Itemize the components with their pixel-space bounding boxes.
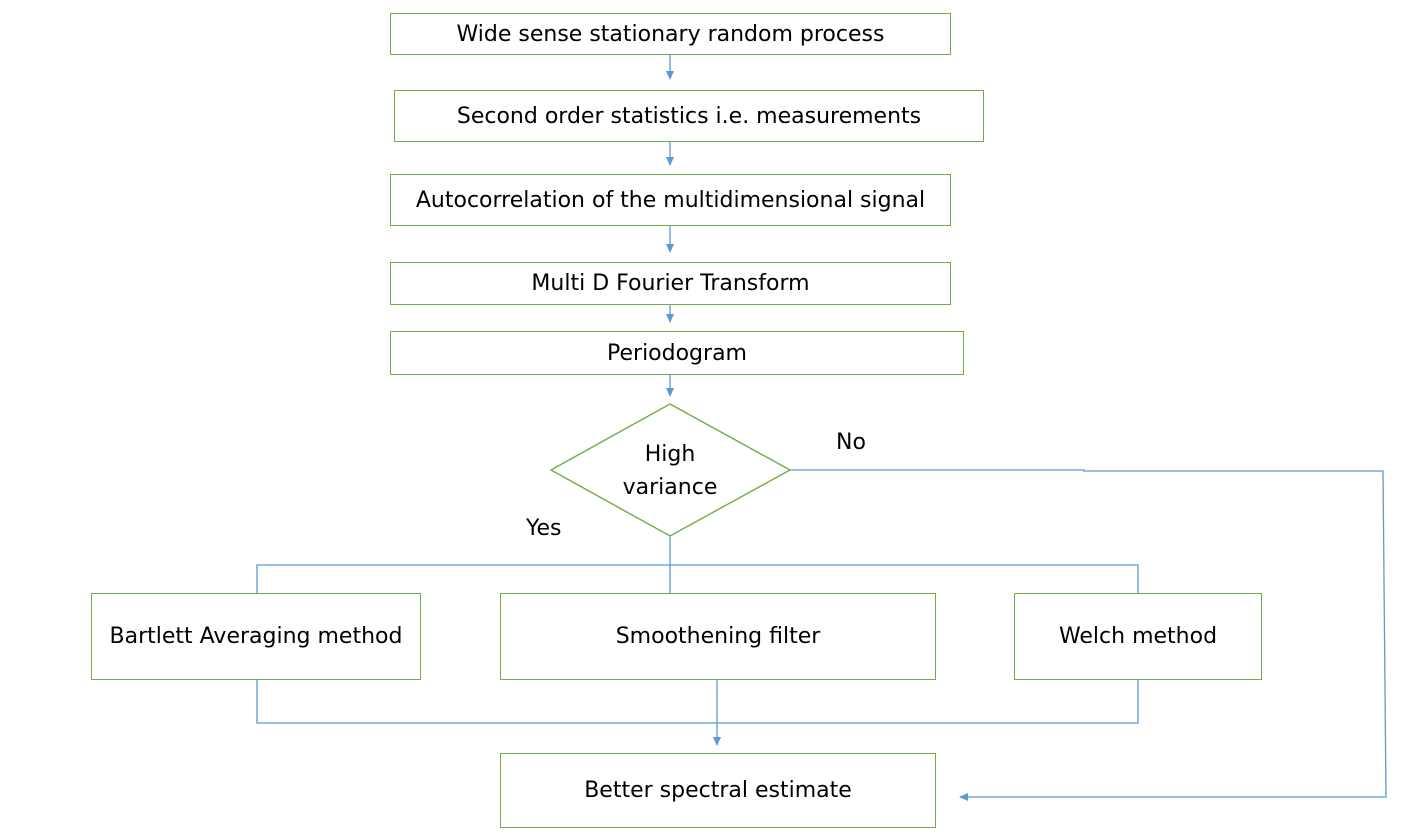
node-label: Bartlett Averaging method <box>109 624 403 649</box>
node-second-order-statistics: Second order statistics i.e. measurement… <box>394 90 984 142</box>
node-label: Periodogram <box>607 340 747 366</box>
branch-label-no: No <box>836 430 866 455</box>
node-autocorrelation: Autocorrelation of the multidimensional … <box>390 174 951 226</box>
node-label: Welch method <box>1058 624 1218 649</box>
node-periodogram: Periodogram <box>390 331 964 375</box>
node-welch-method: Welch method <box>1014 593 1262 680</box>
connector-yes-branch <box>256 564 1139 593</box>
connector-no-branch <box>790 469 1387 801</box>
decision-label: High variance <box>560 438 780 504</box>
connector-merge <box>256 680 1139 724</box>
node-label: Better spectral estimate <box>584 778 852 803</box>
decision-label-line1: High <box>644 442 696 467</box>
node-wide-sense-stationary: Wide sense stationary random process <box>390 13 951 55</box>
node-label: Autocorrelation of the multidimensional … <box>415 187 926 213</box>
node-fourier-transform: Multi D Fourier Transform <box>390 262 951 305</box>
node-smoothening-filter: Smoothening filter <box>500 593 936 680</box>
node-label: Multi D Fourier Transform <box>531 271 810 296</box>
node-better-spectral-estimate: Better spectral estimate <box>500 753 936 828</box>
node-label: Smoothening filter <box>615 624 821 649</box>
branch-label-yes: Yes <box>526 516 562 541</box>
decision-label-line2: variance <box>622 475 718 500</box>
decision-diamond <box>549 403 792 537</box>
node-label: Wide sense stationary random process <box>456 21 885 47</box>
node-bartlett-averaging: Bartlett Averaging method <box>91 593 421 680</box>
node-label: Second order statistics i.e. measurement… <box>456 103 922 129</box>
